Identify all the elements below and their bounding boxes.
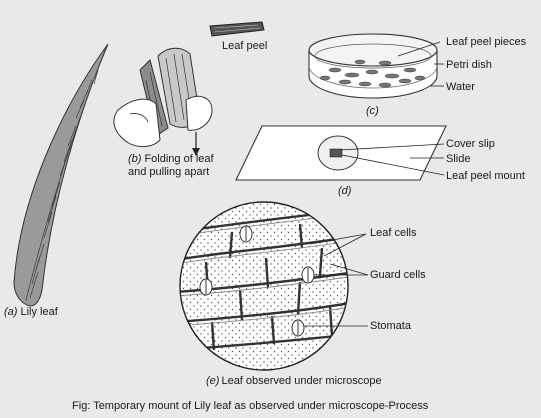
label-leaf-peel-pieces: Leaf peel pieces	[446, 36, 527, 48]
figure-caption: Fig: Temporary mount of Lily leaf as obs…	[72, 400, 429, 412]
leaf-peel-strip	[209, 21, 265, 37]
microscope-view	[179, 201, 369, 371]
slide-figure	[235, 125, 447, 181]
caption-d: (d)	[338, 185, 352, 197]
label-water: Water	[446, 81, 475, 93]
label-leaf-cells: Leaf cells	[370, 227, 417, 239]
label-stomata: Stomata	[370, 320, 412, 332]
caption-e: (e)Leaf observed under microscope	[206, 375, 382, 387]
caption-a: (a)Lily leaf	[4, 306, 59, 318]
petri-dish-figure	[308, 33, 444, 99]
label-leaf-peel: Leaf peel	[222, 40, 267, 52]
caption-b-line1: (b)Folding of leaf	[128, 153, 214, 165]
label-petri-dish: Petri dish	[446, 59, 492, 71]
stoma-group	[199, 225, 315, 337]
label-leaf-peel-mount: Leaf peel mount	[446, 170, 525, 182]
lily-leaf-figure	[13, 43, 109, 307]
label-cover-slip: Cover slip	[446, 138, 495, 150]
label-guard-cells: Guard cells	[370, 269, 426, 281]
caption-c: (c)	[366, 105, 379, 117]
folding-leaf-figure	[113, 47, 213, 156]
label-slide: Slide	[446, 153, 470, 165]
caption-b-line2: and pulling apart	[128, 166, 209, 178]
